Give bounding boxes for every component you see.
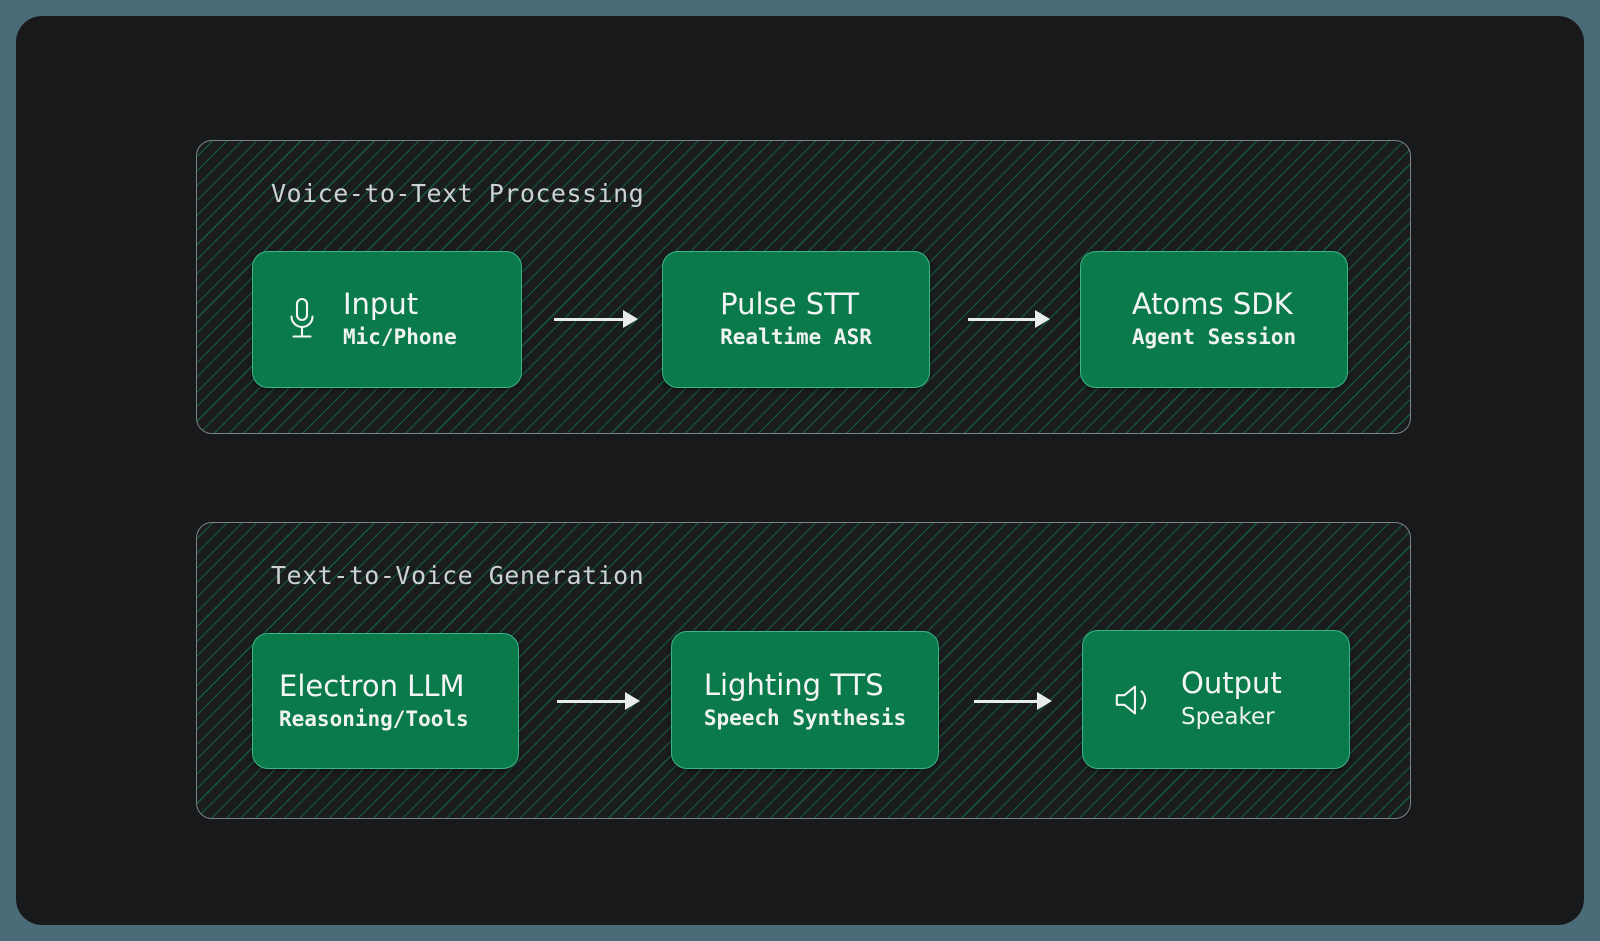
node-pulse-stt-title: Pulse STT bbox=[720, 287, 860, 322]
diagram-canvas: Voice-to-Text Processing Input Mic/Phone… bbox=[16, 16, 1584, 925]
node-output[interactable]: Output Speaker bbox=[1082, 630, 1350, 769]
node-lighting-tts-title: Lighting TTS bbox=[703, 667, 884, 702]
node-output-subtitle: Speaker bbox=[1181, 704, 1275, 731]
node-output-title: Output bbox=[1181, 666, 1282, 701]
node-lighting-tts[interactable]: Lighting TTS Speech Synthesis bbox=[671, 631, 939, 769]
node-pulse-stt-text: Pulse STT Realtime ASR bbox=[720, 287, 872, 350]
node-electron-llm[interactable]: Electron LLM Reasoning/Tools bbox=[252, 633, 519, 769]
arrow-input-to-pulse-stt bbox=[554, 308, 638, 330]
arrow-shaft bbox=[968, 317, 1036, 321]
node-output-text: Output Speaker bbox=[1181, 666, 1282, 731]
arrow-lighting-tts-to-output bbox=[974, 690, 1052, 712]
node-lighting-tts-text: Lighting TTS Speech Synthesis bbox=[703, 667, 907, 730]
node-lighting-tts-subtitle: Speech Synthesis bbox=[703, 705, 907, 730]
node-electron-llm-subtitle: Reasoning/Tools bbox=[279, 706, 469, 731]
node-input-subtitle: Mic/Phone bbox=[343, 325, 457, 350]
arrow-shaft bbox=[557, 699, 626, 703]
arrow-head bbox=[623, 310, 638, 328]
node-atoms-sdk-text: Atoms SDK Agent Session bbox=[1131, 287, 1297, 350]
arrow-shaft bbox=[554, 317, 624, 321]
node-input[interactable]: Input Mic/Phone bbox=[252, 251, 522, 388]
node-electron-llm-title: Electron LLM bbox=[279, 668, 465, 703]
speaker-icon bbox=[1113, 673, 1155, 727]
node-atoms-sdk[interactable]: Atoms SDK Agent Session bbox=[1080, 251, 1348, 388]
node-atoms-sdk-title: Atoms SDK bbox=[1131, 287, 1293, 322]
node-input-text: Input Mic/Phone bbox=[343, 287, 457, 350]
node-electron-llm-text: Electron LLM Reasoning/Tools bbox=[279, 668, 469, 731]
arrow-electron-llm-to-lighting-tts bbox=[557, 690, 640, 712]
node-pulse-stt-subtitle: Realtime ASR bbox=[720, 325, 872, 350]
node-pulse-stt[interactable]: Pulse STT Realtime ASR bbox=[662, 251, 930, 388]
group-title-text-to-voice: Text-to-Voice Generation bbox=[271, 561, 645, 590]
node-atoms-sdk-subtitle: Agent Session bbox=[1131, 325, 1297, 350]
arrow-head bbox=[625, 692, 640, 710]
microphone-icon bbox=[281, 293, 323, 347]
node-input-title: Input bbox=[343, 287, 419, 322]
group-title-voice-to-text: Voice-to-Text Processing bbox=[271, 179, 645, 208]
arrow-head bbox=[1037, 692, 1052, 710]
arrow-pulse-stt-to-atoms-sdk bbox=[968, 308, 1050, 330]
arrow-head bbox=[1035, 310, 1050, 328]
arrow-shaft bbox=[974, 699, 1038, 703]
